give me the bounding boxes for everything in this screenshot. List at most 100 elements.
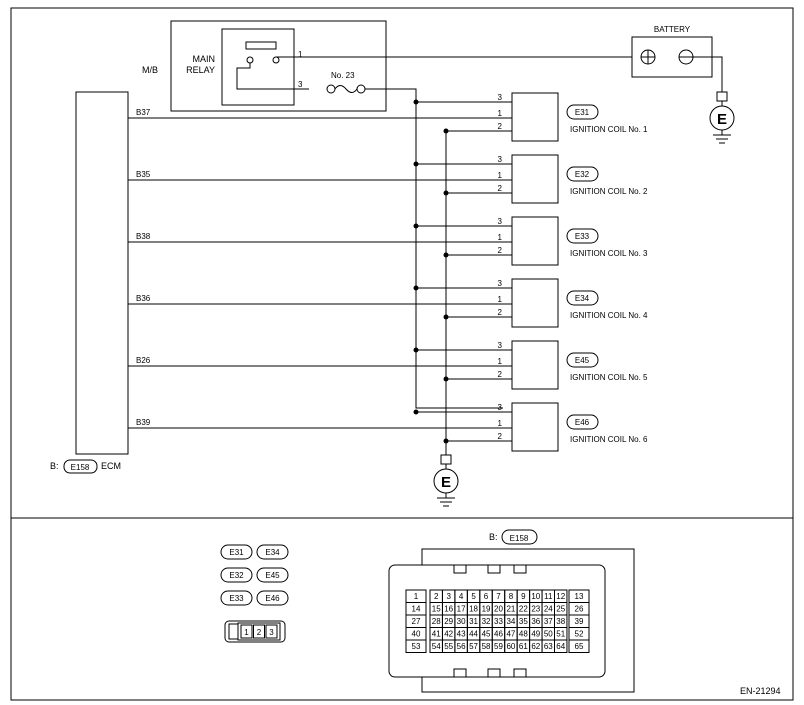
legend-coil-connector-oval — [220, 544, 253, 560]
legend-coil-connector-label: E32 — [229, 571, 244, 580]
ecm-pin-number: 10 — [531, 592, 540, 601]
ecm-pin-number: 56 — [457, 642, 466, 651]
ignition-coil-box — [511, 154, 559, 204]
coil-pin-cell — [240, 624, 253, 639]
ecm-pin-number: 52 — [575, 630, 584, 639]
ecm-box — [75, 91, 129, 455]
ground-bottom-symbol — [437, 493, 455, 507]
ecm-pin-cell — [554, 639, 568, 653]
ecm-pin-number: 13 — [575, 592, 584, 601]
ground-bottom-label: E — [441, 474, 451, 491]
coil-connector-oval — [566, 166, 599, 182]
coil-pin-label: 1 — [498, 233, 503, 242]
coil-pin-label: 3 — [498, 279, 503, 288]
ecm-pin-number: 51 — [556, 630, 565, 639]
main-relay-box — [221, 28, 295, 106]
coil-connector-label: E32 — [575, 170, 590, 179]
ecm-pin-number: 64 — [556, 642, 565, 651]
legend-coil-connector-label: E33 — [229, 594, 244, 603]
ecm-pin-number: 9 — [521, 592, 526, 601]
coil-pin-label: 1 — [498, 171, 503, 180]
ecm-pin-number: 24 — [544, 605, 553, 614]
ecm-prefix: B: — [50, 461, 59, 471]
battery-symbol — [631, 36, 728, 106]
ecm-connector-label: E158 — [71, 463, 90, 472]
figure-id: EN-21294 — [740, 686, 781, 696]
ecm-pin-cell — [405, 639, 427, 653]
ecm-pin-number: 35 — [519, 617, 528, 626]
ecm-conn-prefix: B: — [489, 532, 498, 542]
junction-dot — [413, 347, 419, 353]
legend-coil-connector-oval — [256, 567, 289, 583]
ecm-pin-number: 26 — [575, 605, 584, 614]
ecm-pin-number: 3 — [446, 592, 451, 601]
coil-pin-cell — [253, 624, 265, 639]
junction-dot — [413, 409, 419, 415]
ecm-pin-number: 58 — [482, 642, 491, 651]
ecm-pin-number: 33 — [494, 617, 503, 626]
ecm-pin-number: 14 — [412, 605, 421, 614]
junction-dot — [413, 223, 419, 229]
junction-dot — [413, 285, 419, 291]
coil-pin-label: 2 — [498, 432, 503, 441]
ecm-pin-number: 57 — [469, 642, 478, 651]
ecm-pin-number: 17 — [457, 605, 466, 614]
coil-connector-oval — [566, 352, 599, 368]
ecm-connector-face — [388, 548, 635, 693]
legend-coil-connector-oval — [256, 544, 289, 560]
ecm-pin-number: 65 — [575, 642, 584, 651]
ecm-pin-number: 38 — [556, 617, 565, 626]
coil-pin-label: 3 — [498, 155, 503, 164]
connector-frame — [10, 517, 794, 701]
ecm-pin-number: 4 — [459, 592, 464, 601]
mb-box — [170, 20, 387, 112]
ecm-pin-number: 54 — [432, 642, 441, 651]
coil-connector-label: E45 — [575, 356, 590, 365]
coil-pin-label: 1 — [498, 295, 503, 304]
coil-name: IGNITION COIL No. 2 — [570, 187, 648, 196]
coil-pin-number: 1 — [244, 628, 249, 637]
coil-connector-oval — [566, 414, 599, 430]
coil-pin-label: 3 — [498, 93, 503, 102]
ecm-pin-number: 62 — [531, 642, 540, 651]
ecm-pin-number: 29 — [444, 617, 453, 626]
coil-connector-label: E33 — [575, 232, 590, 241]
ecm-pin-number: 48 — [519, 630, 528, 639]
ecm-pin-number: 42 — [444, 630, 453, 639]
battery-label: BATTERY — [654, 25, 691, 34]
ecm-pin-number: 22 — [519, 605, 528, 614]
coil-name: IGNITION COIL No. 4 — [570, 311, 648, 320]
power-bus — [365, 88, 503, 409]
ecm-pin-number: 37 — [544, 617, 553, 626]
coil-pin-label: 1 — [498, 357, 503, 366]
ecm-wire-label: B36 — [136, 294, 151, 303]
legend-coil-connector-label: E31 — [229, 548, 244, 557]
legend-coil-connector-label: E34 — [265, 548, 280, 557]
ecm-wire-label: B37 — [136, 108, 151, 117]
ecm-pin-number: 63 — [544, 642, 553, 651]
ecm-pin-number: 41 — [432, 630, 441, 639]
fuse-label: No. 23 — [331, 71, 355, 80]
ecm-pin-number: 45 — [482, 630, 491, 639]
ignition-coil-box — [511, 278, 559, 328]
mb-pin-1: 1 — [298, 50, 303, 59]
ecm-pin-number: 21 — [506, 605, 515, 614]
coil-pin-number: 2 — [257, 628, 262, 637]
ecm-pin-number: 49 — [531, 630, 540, 639]
ecm-pin-number: 15 — [432, 605, 441, 614]
ecm-pin-number: 34 — [506, 617, 515, 626]
ecm-pin-number: 30 — [457, 617, 466, 626]
coil-pin-label: 2 — [498, 122, 503, 131]
ecm-name: ECM — [101, 461, 121, 471]
ecm-pin-number: 6 — [484, 592, 489, 601]
coil-connector-label: E31 — [575, 108, 590, 117]
coil-pin-label: 2 — [498, 308, 503, 317]
ecm-pin-number: 1 — [414, 592, 419, 601]
main-relay-label-1: MAIN — [193, 54, 216, 64]
ecm-pin-cell — [568, 639, 590, 653]
ecm-pin-number: 50 — [544, 630, 553, 639]
